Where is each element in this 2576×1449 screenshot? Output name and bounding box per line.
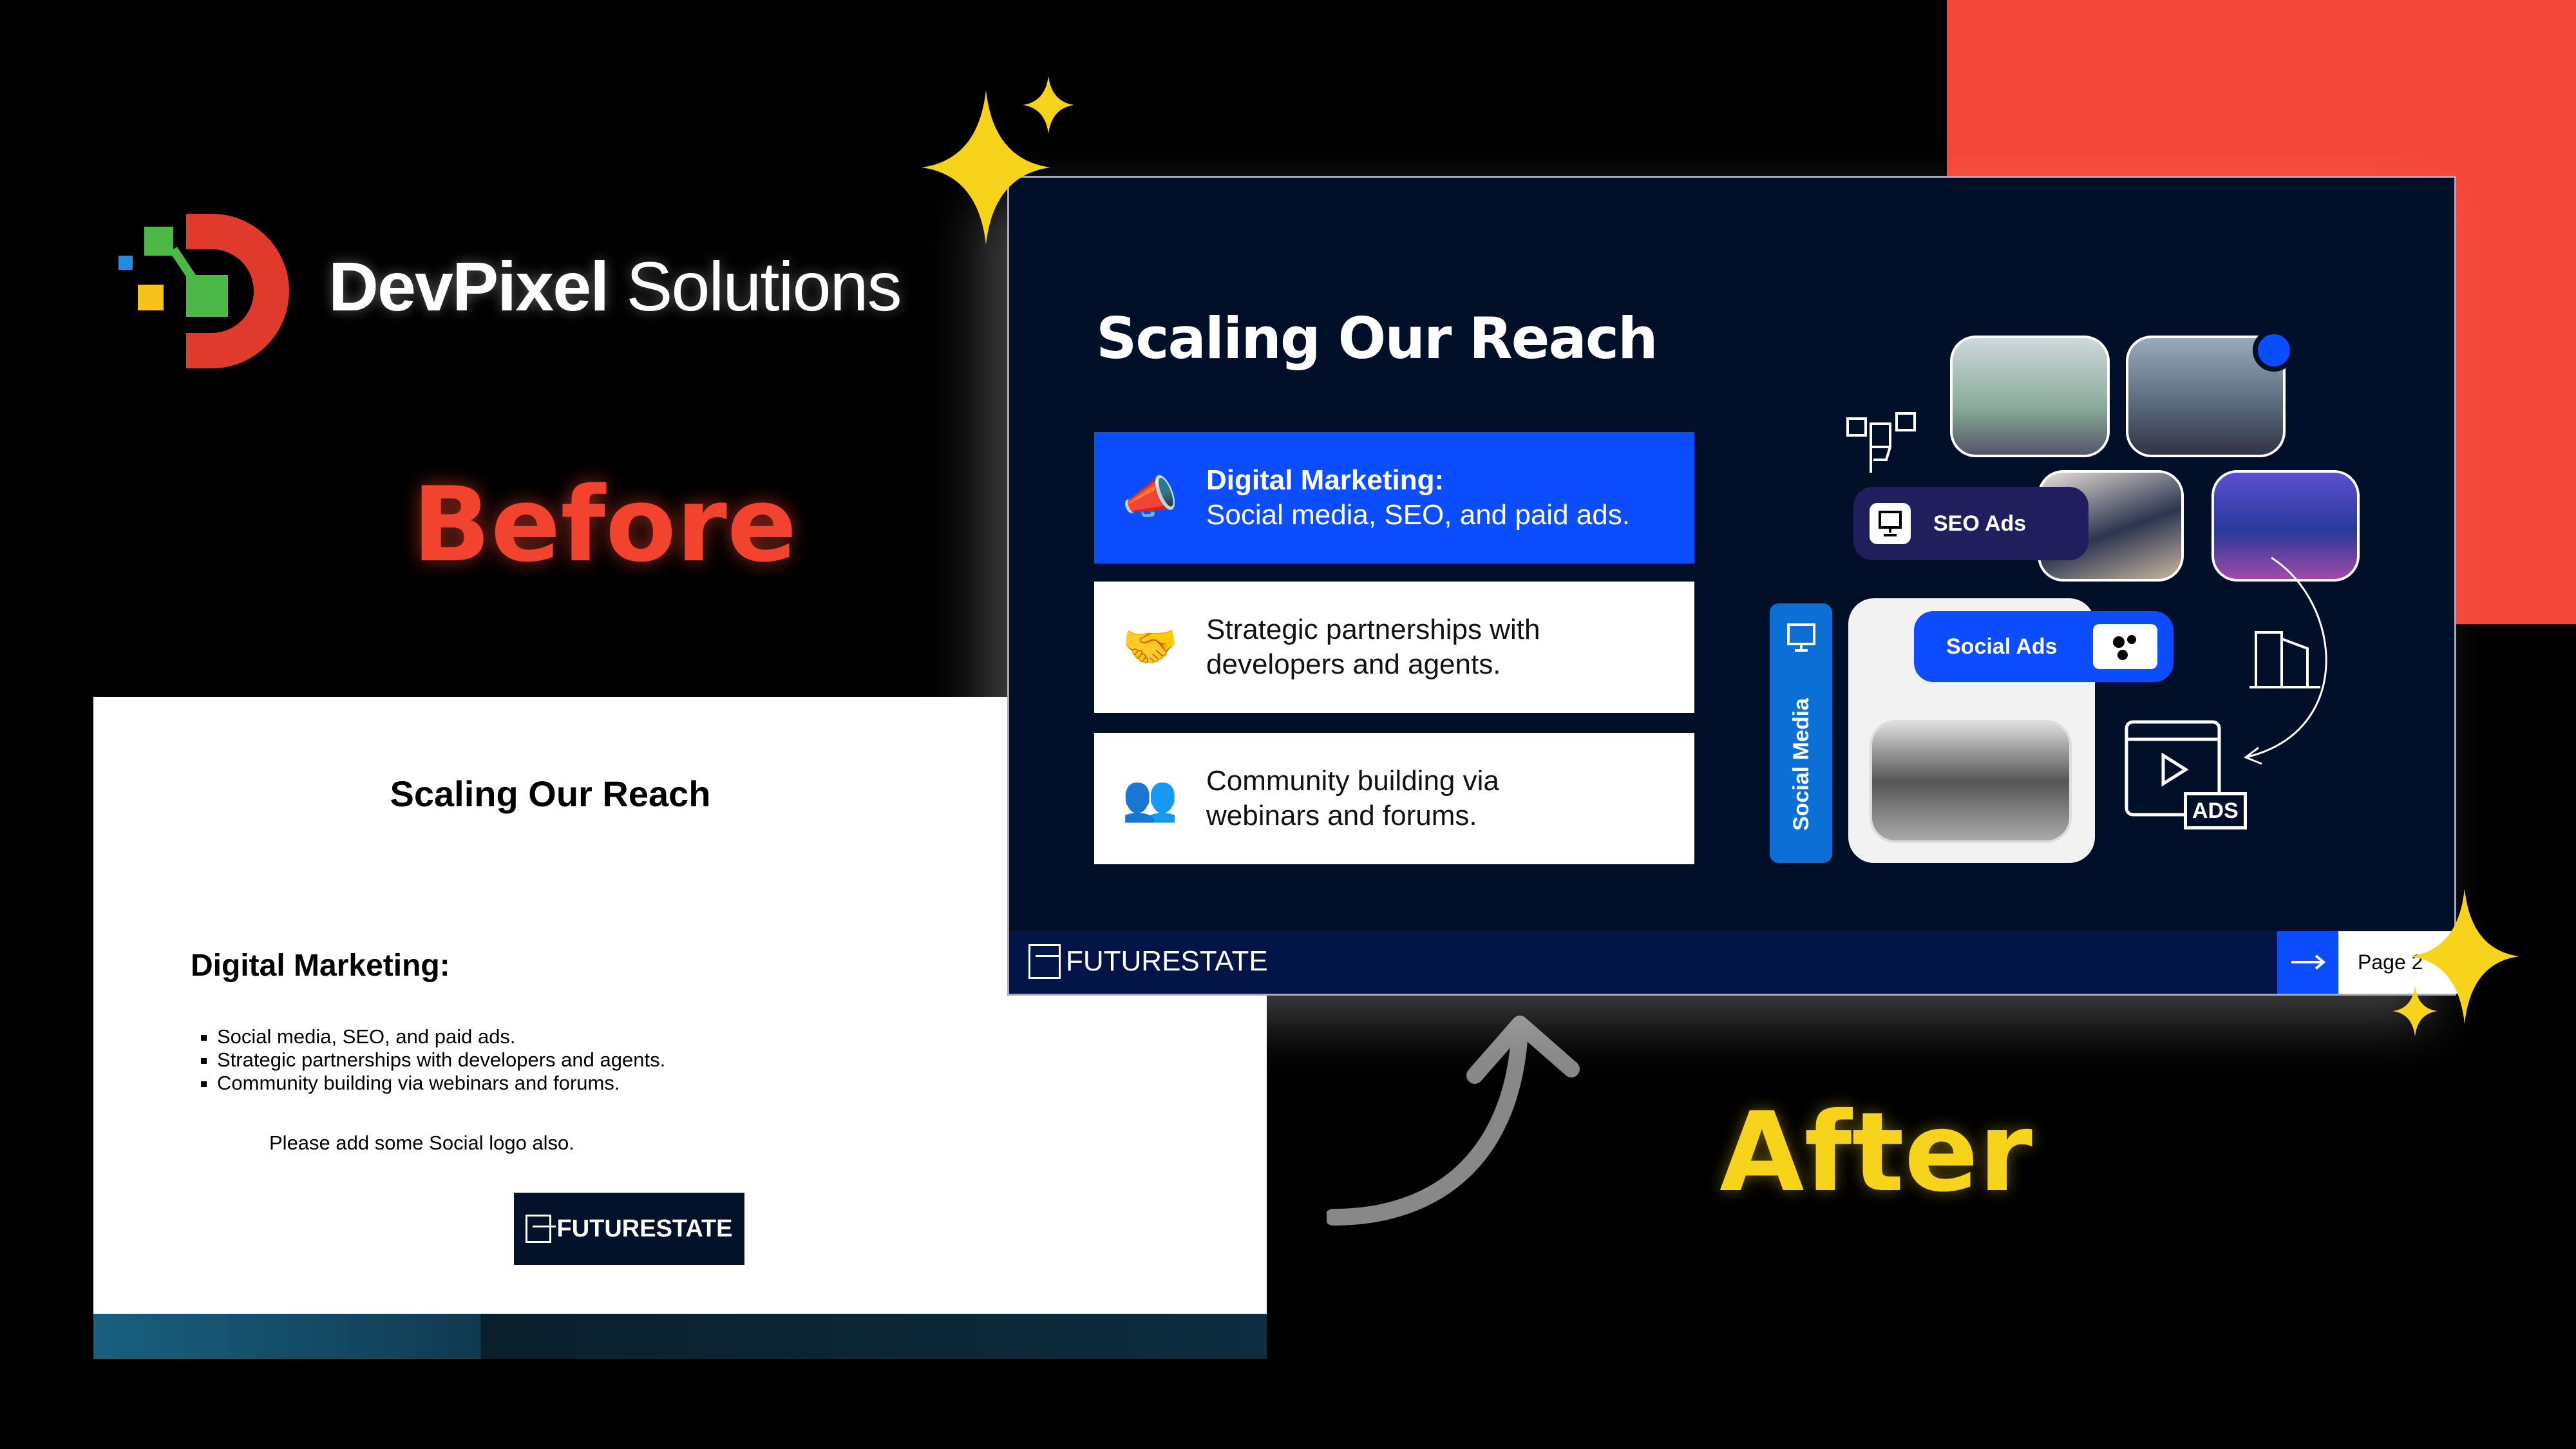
before-slide-heading: Digital Marketing:: [191, 949, 450, 983]
seo-icon: [1870, 503, 1911, 544]
bullet: Community building via webinars and foru…: [217, 1072, 665, 1095]
sparkle-icon: [1023, 76, 1074, 134]
brand-name: DevPixel Solutions: [328, 247, 902, 325]
community-icon: 👥: [1122, 773, 1179, 823]
social-ads-icon: [2093, 624, 2157, 669]
social-media-label: Social Media: [1789, 698, 1814, 831]
hall-photo: [1870, 720, 2072, 843]
before-note: Please add some Social logo also.: [269, 1132, 574, 1154]
before-label: Before: [412, 464, 797, 585]
monitor-icon: [1787, 623, 1815, 652]
curved-arrow-icon: [1327, 1016, 1580, 1226]
marketing-megaphone-icon: 📣: [1122, 472, 1179, 522]
after-slide: Scaling Our Reach 📣 Digital Marketing:So…: [1007, 176, 2458, 996]
futurestate-mark-icon: [1028, 944, 1061, 979]
futurestate-logo: FUTURESTATE: [514, 1193, 744, 1265]
social-phone-hand-icon: [1846, 412, 1916, 473]
house-photo: [1950, 336, 2110, 457]
video-ads-icon: ADS: [2125, 720, 2247, 835]
before-slide-title: Scaling Our Reach: [390, 773, 711, 814]
social-ads-pill: Social Ads: [1914, 611, 2174, 682]
slide-footer: FUTURESTATE Page 2: [1009, 931, 2458, 994]
next-arrow-button[interactable]: [2277, 931, 2338, 994]
video-player-icon: [2125, 720, 2221, 817]
arrow-right-icon: [2291, 954, 2326, 970]
after-label: After: [1719, 1089, 2032, 1217]
devpixel-logo-icon: [118, 214, 289, 368]
blue-dot: [2253, 329, 2295, 372]
ads-badge: ADS: [2184, 792, 2247, 829]
futurestate-logo: FUTURESTATE: [1028, 944, 1268, 979]
building-icon: [2249, 631, 2320, 688]
office-building-photo: [2211, 470, 2360, 582]
card-digital-marketing: 📣 Digital Marketing:Social media, SEO, a…: [1094, 432, 1694, 564]
bullet: Strategic partnerships with developers a…: [217, 1048, 665, 1072]
before-bullets: Social media, SEO, and paid ads. Strateg…: [217, 1025, 665, 1095]
handshake-icon: 🤝: [1122, 621, 1179, 672]
social-media-bar: Social Media: [1770, 603, 1832, 863]
sparkle-icon: [2410, 889, 2519, 1024]
before-footer-bar: [93, 1314, 1267, 1359]
sparkle-icon: [922, 90, 1050, 245]
sparkle-icon: [2392, 985, 2438, 1037]
after-slide-title: Scaling Our Reach: [1096, 305, 1658, 372]
futurestate-mark-icon: [526, 1215, 556, 1243]
curved-connector-arrow: [2243, 556, 2327, 765]
bullet: Social media, SEO, and paid ads.: [217, 1025, 665, 1048]
seo-ads-pill: SEO Ads: [1853, 487, 2088, 560]
